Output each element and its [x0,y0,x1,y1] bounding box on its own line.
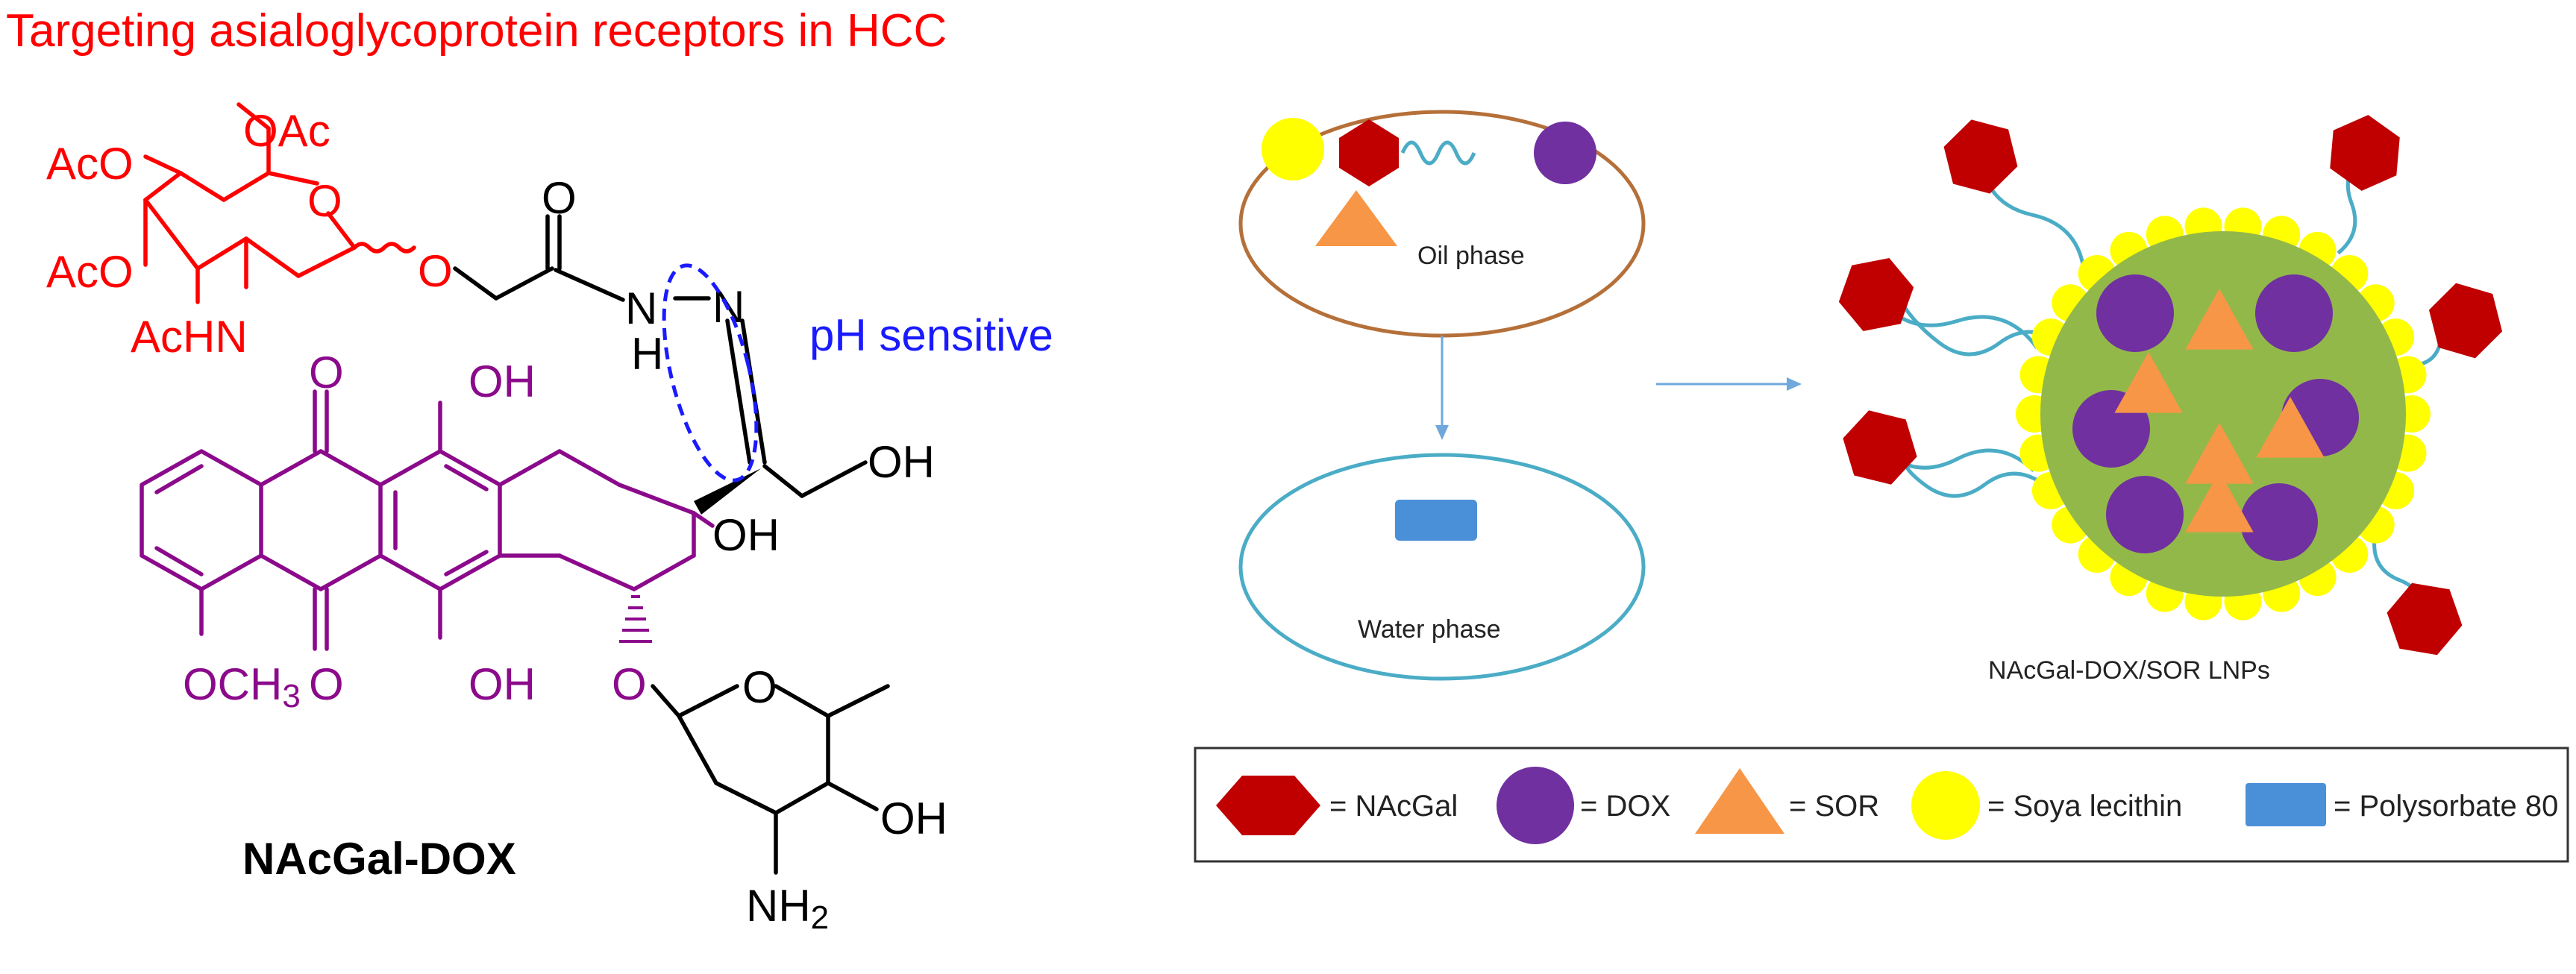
sor-triangle [2185,289,2254,350]
legend-nacgal-label: = NAcGal [1329,790,1458,823]
legend-box [1194,747,2569,863]
polysorbate-icon [1395,500,1477,541]
lecithin-icon [1262,118,1324,180]
nacgal-heads [1838,115,2503,656]
tertiary-oh-label: OH [712,510,780,560]
legend-dox-label: = DOX [1580,790,1670,823]
amine-label: NH2 [746,881,829,936]
nacgal-hexagon [1943,119,2018,194]
core-contents [2072,274,2359,561]
oac-label: OAc [243,106,330,156]
dox-core [140,389,715,651]
aco-mid-label: AcO [46,247,134,297]
chemical-structure: OAc AcO AcO AcHN O O O N H N [46,102,1053,936]
nacgal-hexagon [2330,115,2400,191]
dox-glycosidic-o: O [612,659,647,709]
aco-top-label: AcO [46,139,134,189]
nh-h-label: H [631,329,663,379]
daunosamine-oh: OH [880,794,947,843]
achn-label: AcHN [131,312,248,362]
peg-chain [1893,289,2061,356]
nacgal-hexagon [2428,283,2503,359]
phenol-oh-top: OH [468,356,536,406]
nh-n-label: N [625,283,657,333]
sor-triangle [2185,423,2254,484]
methoxy-label: OCH3 [183,659,301,714]
daunosamine [651,684,890,875]
legend-polysorbate-icon [2246,783,2326,826]
lnp-label: NAcGal-DOX/SOR LNPs [1988,656,2270,685]
phenol-oh-bot: OH [468,659,536,709]
linker [453,214,868,515]
sugar-moiety [143,102,416,304]
legend-lecithin-label: = Soya lecithin [1987,790,2182,823]
quinone-o-top: O [309,348,344,398]
legend-nacgal-icon [1216,776,1320,835]
dox-circle [2096,274,2174,352]
dox-icon [1534,122,1596,184]
legend-dox-icon [1497,767,1574,844]
ch2oh-label: OH [868,437,935,487]
nacgal-hexagon [2387,582,2463,656]
sor-triangle [2185,471,2254,532]
water-phase-label: Water phase [1358,615,1501,644]
dox-circle [2255,274,2333,352]
compound-name: NAcGal-DOX [242,834,516,884]
legend: = NAcGal = DOX = SOR = Soya lecithin = P… [1194,747,2569,863]
sor-triangle [2256,397,2325,458]
hashed-bond [619,595,652,643]
legend-sor-icon [1695,768,1784,834]
water-phase-ellipse [1238,453,1646,681]
dox-circle [2240,483,2318,561]
figure-title: Targeting asialoglycoprotein receptors i… [6,5,947,57]
peg-chain-icon [1400,140,1476,166]
nacgal-icon [1339,119,1399,186]
legend-lecithin-icon [1911,771,1980,840]
daunosamine-ring-o: O [742,662,777,712]
lnp-nanoparticle: NAcGal-DOX/SOR LNPs [1838,115,2503,685]
ph-sensitive-ellipse [662,263,759,483]
glycosidic-o-label: O [418,246,453,296]
peg-chain [1902,453,2046,498]
dox-circle [2106,476,2184,553]
process-schematic: Oil phase Water phase [1238,110,1802,681]
oil-phase-label: Oil phase [1417,242,1525,270]
ph-sensitive-label: pH sensitive [809,310,1053,360]
carbonyl-o-label: O [542,173,577,223]
quinone-o-bot: O [309,659,344,709]
nacgal-hexagon [1838,258,1914,331]
sor-triangle [2114,352,2183,413]
sor-icon [1315,190,1397,246]
legend-polysorbate-label: = Polysorbate 80 [2334,790,2558,823]
sugar-ring-o: O [307,176,342,226]
nacgal-hexagon [1843,410,1917,485]
legend-sor-label: = SOR [1789,790,1879,823]
